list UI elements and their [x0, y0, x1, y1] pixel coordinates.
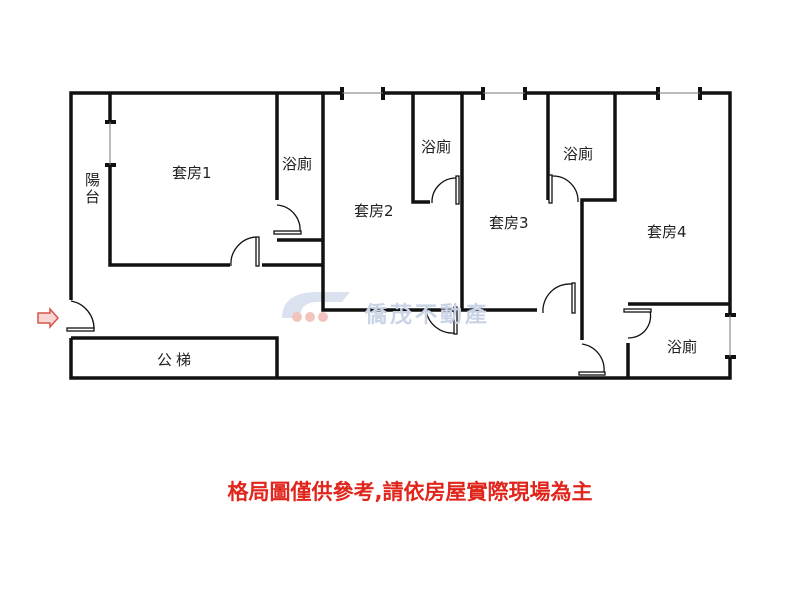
- label-balcony: 陽台: [83, 172, 101, 206]
- watermark-logo: [282, 292, 350, 322]
- watermark-text: 僑茂不動產: [365, 303, 491, 328]
- label-suite1: 套房1: [172, 164, 212, 182]
- label-bath1: 浴廁: [282, 155, 313, 173]
- label-bath2: 浴廁: [421, 138, 452, 156]
- label-suite2: 套房2: [354, 202, 394, 220]
- label-suite3: 套房3: [489, 214, 529, 232]
- windows: [109, 92, 731, 357]
- disclaimer-caption: 格局圖僅供參考,請依房屋實際現場為主: [227, 480, 593, 504]
- entrance-arrow-icon: [37, 307, 60, 329]
- label-suite4: 套房4: [647, 223, 687, 241]
- doors: [66, 174, 652, 376]
- label-stairs: 公梯: [157, 351, 196, 369]
- label-bath3: 浴廁: [563, 145, 594, 163]
- walls: [69, 91, 732, 380]
- label-bath4: 浴廁: [667, 338, 698, 356]
